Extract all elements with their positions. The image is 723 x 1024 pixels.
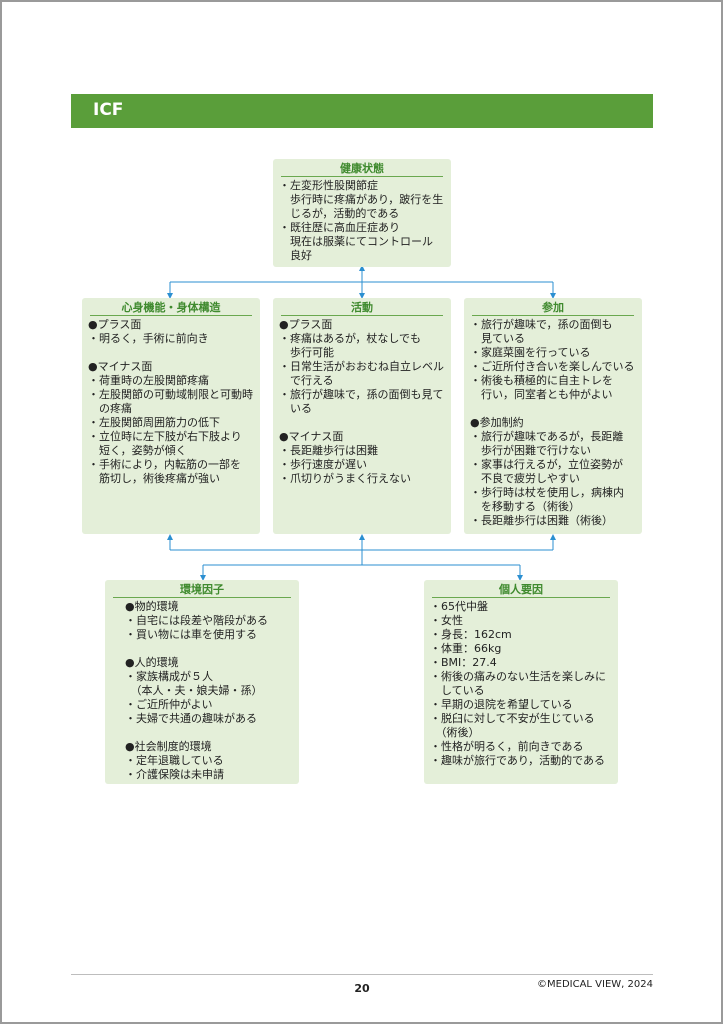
box-participation: 参加 ・旅行が趣味で，孫の面倒も 見ている ・家庭菜園を行っている ・ご近所付き… — [464, 298, 642, 534]
box-participation-title: 参加 — [472, 301, 634, 316]
page-number: 20 — [354, 982, 370, 995]
box-environment: 環境因子 ●物的環境 ・自宅には段差や階段がある ・買い物には車を使用する ●人… — [105, 580, 299, 784]
box-activity-title: 活動 — [281, 301, 443, 316]
footer-divider — [71, 974, 653, 975]
box-personal-title: 個人要因 — [432, 583, 610, 598]
box-body-function-title: 心身機能・身体構造 — [90, 301, 252, 316]
copyright-notice: ©MEDICAL VIEW, 2024 — [537, 979, 653, 990]
box-personal-body: ・65代中盤 ・女性 ・身長：162cm ・体重：66kg ・BMI：27.4 … — [430, 600, 606, 767]
box-health-body: ・左変形性股関節症 歩行時に疼痛があり，跛行を生 じるが，活動的である ・既往歴… — [279, 179, 444, 262]
box-participation-body: ・旅行が趣味で，孫の面倒も 見ている ・家庭菜園を行っている ・ご近所付き合いを… — [470, 318, 635, 527]
section-header: ICF — [71, 94, 653, 128]
box-health-condition: 健康状態 ・左変形性股関節症 歩行時に疼痛があり，跛行を生 じるが，活動的である… — [273, 159, 451, 267]
section-title: ICF — [93, 100, 124, 120]
box-personal: 個人要因 ・65代中盤 ・女性 ・身長：162cm ・体重：66kg ・BMI：… — [424, 580, 618, 784]
box-body-function-body: ●プラス面 ・明るく，手術に前向き ●マイナス面 ・荷重時の左股関節疼痛 ・左股… — [88, 318, 253, 485]
box-environment-body: ●物的環境 ・自宅には段差や階段がある ・買い物には車を使用する ●人的環境 ・… — [125, 600, 268, 781]
box-environment-title: 環境因子 — [113, 583, 291, 598]
box-health-title: 健康状態 — [281, 162, 443, 177]
box-body-function: 心身機能・身体構造 ●プラス面 ・明るく，手術に前向き ●マイナス面 ・荷重時の… — [82, 298, 260, 534]
box-activity: 活動 ●プラス面 ・疼痛はあるが，杖なしでも 歩行可能 ・日常生活がおおむね自立… — [273, 298, 451, 534]
box-activity-body: ●プラス面 ・疼痛はあるが，杖なしでも 歩行可能 ・日常生活がおおむね自立レベル… — [279, 318, 444, 485]
